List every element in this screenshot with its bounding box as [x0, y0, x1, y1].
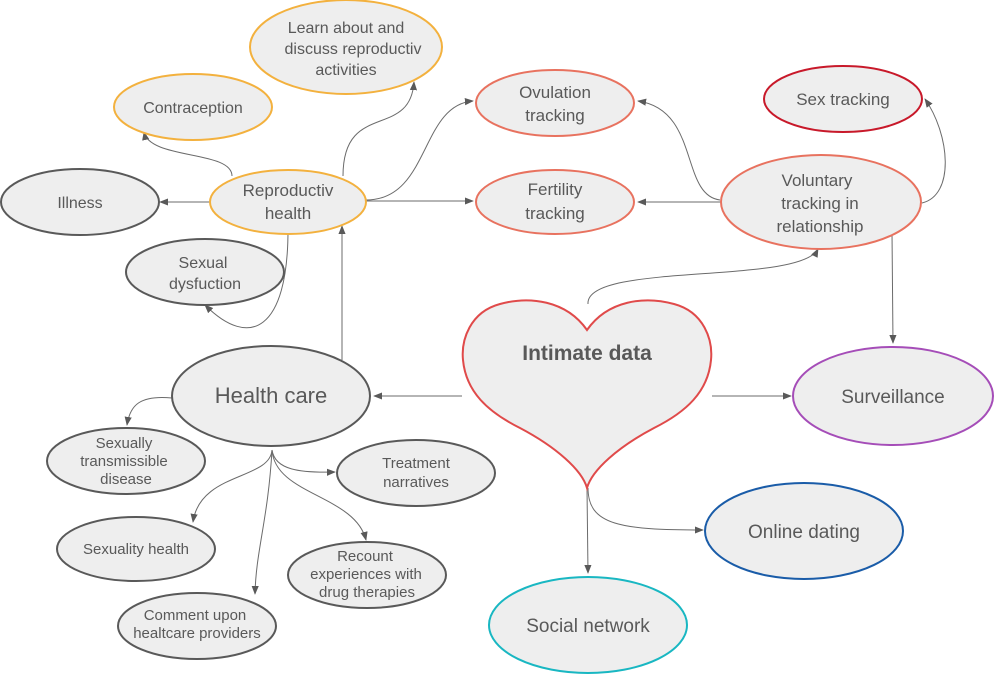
node-recount-experiences-line-1: Recount [337, 548, 394, 565]
node-treatment-narratives-line-1: Treatment [382, 455, 451, 472]
node-illness: Illness [0, 168, 160, 236]
node-comment-providers-line-2: healtcare providers [133, 625, 261, 642]
edge-voluntary-to-surveillance [889, 231, 897, 344]
node-fertility-tracking: Fertility tracking [475, 169, 635, 235]
node-learn-discuss: Learn about and discuss reproductiv acti… [249, 0, 443, 95]
node-learn-discuss-line-3: activities [315, 62, 376, 79]
node-recount-experiences-line-3: drug therapies [319, 584, 415, 601]
node-reproductive-health-line-1: Reproductiv [243, 181, 334, 200]
node-surveillance: Surveillance [792, 346, 994, 446]
edge-voluntary-to-sextracking [921, 98, 946, 204]
node-treatment-narratives-line-2: narratives [383, 474, 449, 491]
edge-intimate-to-onlinedating [587, 487, 704, 534]
edge-intimate-to-voluntary [587, 248, 819, 305]
node-contraception-label: Contraception [143, 100, 243, 117]
node-comment-providers-line-1: Comment upon [144, 607, 247, 624]
node-ovulation-tracking-line-2: tracking [525, 106, 585, 125]
node-voluntary-tracking-line-2: tracking in [781, 194, 858, 213]
node-health-care-label: Health care [215, 383, 328, 408]
node-sex-tracking: Sex tracking [763, 65, 923, 133]
node-voluntary-tracking: Voluntary tracking in relationship [720, 154, 922, 250]
node-reproductive-health: Reproductiv health [209, 169, 367, 235]
node-health-care: Health care [171, 345, 371, 447]
node-reproductive-health-line-2: health [265, 204, 311, 223]
edge-reproductive-to-dysfunction [204, 229, 289, 329]
node-ovulation-tracking: Ovulation tracking [475, 69, 635, 137]
node-sexuality-health: Sexuality health [56, 516, 216, 582]
node-sexual-dysfunction-line-1: Sexual [179, 255, 228, 272]
node-sexuality-health-label: Sexuality health [83, 541, 189, 558]
edge-reproductive-to-ovulation [365, 98, 474, 201]
node-learn-discuss-line-2: discuss reproductiv [285, 41, 422, 58]
node-learn-discuss-line-1: Learn about and [288, 20, 405, 37]
node-voluntary-tracking-line-1: Voluntary [782, 171, 853, 190]
edge-healthcare-to-comment [251, 449, 273, 595]
node-ovulation-tracking-line-1: Ovulation [519, 83, 591, 102]
node-intimate-data-label: Intimate data [522, 342, 652, 365]
node-fertility-tracking-line-1: Fertility [528, 180, 583, 199]
node-social-network-label: Social network [526, 616, 650, 637]
node-comment-providers: Comment upon healtcare providers [117, 592, 277, 660]
node-contraception: Contraception [113, 73, 273, 141]
edge-intimate-to-socialnetwork [584, 487, 592, 574]
node-sti-line-1: Sexually [96, 435, 153, 452]
node-intimate-data: Intimate data [461, 299, 713, 492]
node-recount-experiences-line-2: experiences with [310, 566, 422, 583]
node-illness-label: Illness [57, 195, 102, 212]
node-online-dating: Online dating [704, 482, 904, 580]
node-treatment-narratives: Treatment narratives [336, 439, 496, 507]
edge-voluntary-to-ovulation [637, 98, 721, 201]
node-social-network: Social network [488, 576, 688, 674]
edge-reproductive-to-contraception [142, 131, 233, 177]
node-sexual-dysfunction-line-2: dysfuction [169, 276, 241, 293]
node-recount-experiences: Recount experiences with drug therapies [287, 541, 447, 609]
edge-reproductive-to-learn [342, 81, 418, 177]
node-sexual-dysfunction: Sexual dysfuction [125, 238, 285, 306]
edge-healthcare-to-sexualityhealth [190, 449, 273, 523]
node-sti-line-2: transmissible [80, 453, 168, 470]
node-sti: Sexually transmissible disease [46, 427, 206, 495]
node-surveillance-label: Surveillance [841, 387, 945, 408]
node-fertility-tracking-line-2: tracking [525, 204, 585, 223]
edge-healthcare-to-treatment [271, 449, 336, 476]
edge-healthcare-to-sti [124, 396, 173, 426]
heart-shape [461, 299, 713, 492]
edge-healthcare-to-recount [271, 449, 368, 541]
node-sex-tracking-label: Sex tracking [796, 90, 890, 109]
node-online-dating-label: Online dating [748, 522, 860, 543]
node-voluntary-tracking-line-3: relationship [777, 217, 864, 236]
edges [124, 81, 946, 595]
node-sti-line-3: disease [100, 471, 152, 488]
